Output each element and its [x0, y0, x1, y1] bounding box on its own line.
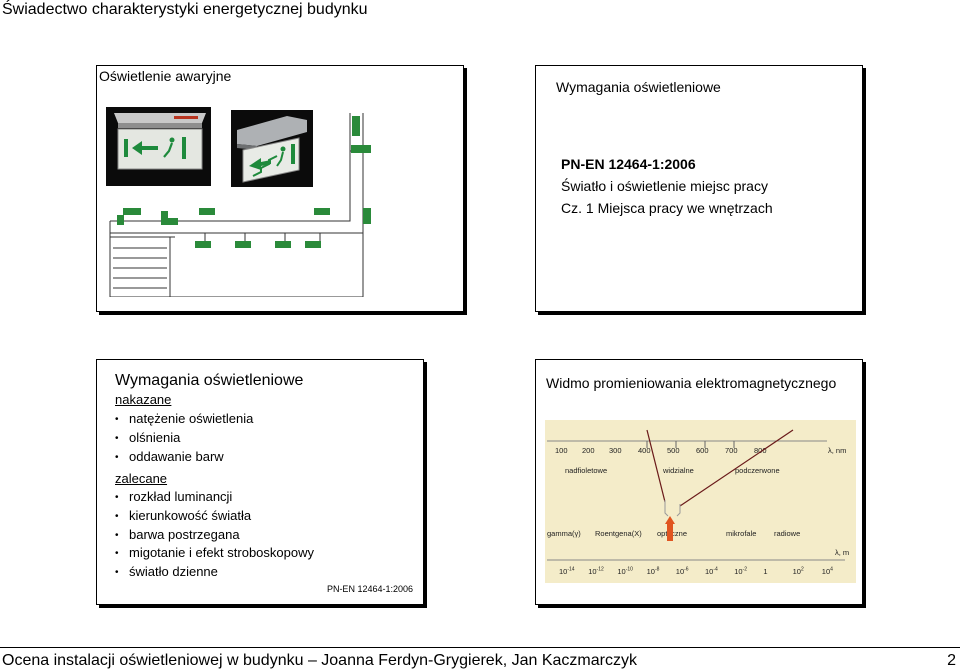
band-label-xray: Roentgena(X)	[595, 529, 642, 538]
list-item: •olśnienia	[115, 430, 181, 445]
optical-arrow-icon	[665, 516, 675, 541]
band-label-infrared: podczerwone	[735, 466, 780, 475]
band-label-gamma: gamma(γ)	[547, 529, 581, 538]
slide-em-spectrum: Widmo promieniowania elektromagnetyczneg…	[535, 359, 863, 605]
norm-part: Cz. 1 Miejsca pracy we wnętrzach	[561, 200, 773, 216]
nm-tick-label: 200	[582, 446, 595, 455]
visible-boundary-right	[679, 429, 794, 507]
em-spectrum-diagram: 100 200 300 400 500 600 700 800 λ, nm na…	[545, 420, 856, 583]
slide-title: Wymagania oświetleniowe	[556, 79, 721, 95]
nm-tick-label: 500	[667, 446, 680, 455]
slide-title: Widmo promieniowania elektromagnetyczneg…	[546, 375, 837, 391]
footer-divider	[0, 647, 960, 648]
band-label-uv: nadfioletowe	[565, 466, 607, 475]
nm-tick-label: 300	[609, 446, 622, 455]
list-item: •migotanie i efekt stroboskopowy	[115, 545, 314, 560]
list-item: •barwa postrzegana	[115, 527, 240, 542]
evacuation-floor-plan	[109, 113, 371, 297]
norm-reference: PN-EN 12464-1:2006	[326, 584, 413, 594]
document-header: Świadectwo charakterystyki energetycznej…	[2, 1, 368, 18]
list-item: •światło dzienne	[115, 564, 218, 579]
log-tick-label: 10-6	[676, 567, 689, 577]
nm-tick-label: 600	[696, 446, 709, 455]
page-number: 2	[947, 652, 956, 669]
spectrum-background	[545, 420, 856, 583]
nm-tick-label: 700	[725, 446, 738, 455]
log-tick-label: 10-14	[559, 567, 575, 577]
slide-emergency-lighting: Oświetlenie awaryjne	[96, 65, 464, 312]
nm-tick-label: 800	[754, 446, 767, 455]
log-axis-unit: λ, m	[835, 548, 849, 557]
list-item: •kierunkowość światła	[115, 508, 252, 523]
list-item: •rozkład luminancji	[115, 489, 233, 504]
log-tick-label: 104	[822, 567, 833, 577]
nm-tick-label: 100	[555, 446, 568, 455]
log-tick-label: 10-4	[705, 567, 718, 577]
visible-boundary-left	[646, 429, 666, 503]
list-item: •natężenie oświetlenia	[115, 411, 254, 426]
band-label-visible: widzialne	[662, 466, 694, 475]
slide-lighting-requirements-norm: Wymagania oświetleniowe PN-EN 12464-1:20…	[535, 65, 863, 312]
log-tick-label: 1	[763, 567, 767, 576]
slide-title: Wymagania oświetleniowe	[115, 372, 304, 389]
norm-subtitle: Światło i oświetlenie miejsc pracy	[561, 178, 768, 194]
log-tick-label: 10-2	[734, 567, 747, 577]
list-item: •oddawanie barw	[115, 449, 224, 464]
slide-lighting-requirements-list: Wymagania oświetleniowe nakazane •natęże…	[96, 359, 424, 605]
norm-title: PN-EN 12464-1:2006	[561, 156, 696, 172]
log-tick-label: 10-8	[647, 567, 660, 577]
nm-axis-unit: λ, nm	[828, 446, 846, 455]
slide-title: Oświetlenie awaryjne	[99, 68, 232, 84]
log-tick-label: 102	[793, 567, 804, 577]
nm-tick-label: 400	[638, 446, 651, 455]
log-tick-label: 10-12	[588, 567, 604, 577]
band-label-radio: radiowe	[774, 529, 800, 538]
exit-sign-photo-1	[106, 107, 211, 186]
exit-sign-photo-2	[231, 110, 313, 187]
log-tick-label: 10-10	[617, 567, 633, 577]
required-heading: nakazane	[115, 392, 172, 407]
document-footer: Ocena instalacji oświetleniowej w budynk…	[2, 652, 637, 669]
recommended-heading: zalecane	[115, 471, 168, 486]
band-label-microwave: mikrofale	[726, 529, 756, 538]
